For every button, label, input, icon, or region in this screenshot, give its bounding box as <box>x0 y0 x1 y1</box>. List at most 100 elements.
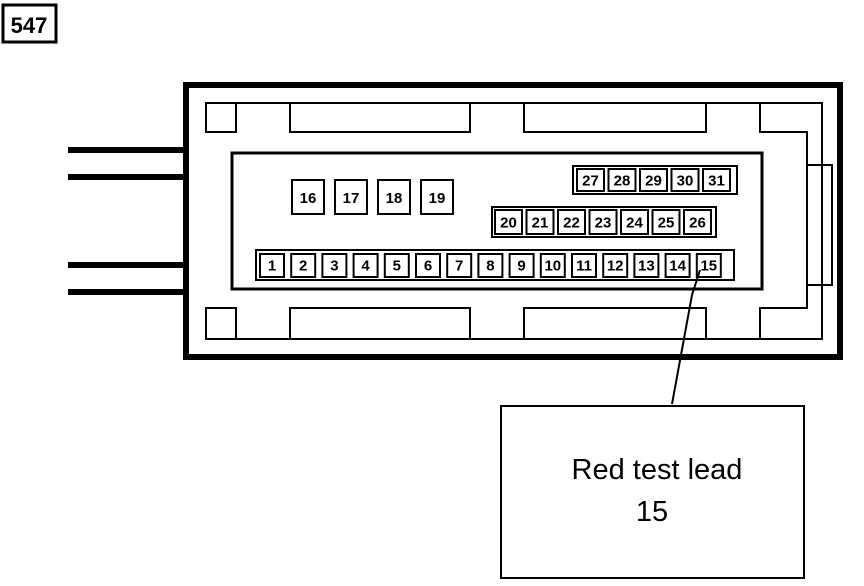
pin-label: 19 <box>429 190 446 207</box>
pin-4: 4 <box>352 253 379 278</box>
pin-label: 5 <box>393 258 401 275</box>
pin-box <box>415 253 441 278</box>
pin-label: 9 <box>517 258 525 275</box>
pin-13: 13 <box>633 253 660 278</box>
pin-29: 29 <box>639 168 668 192</box>
pin-label: 30 <box>677 172 694 189</box>
pin-11: 11 <box>571 253 597 278</box>
pin-box <box>664 253 691 278</box>
pin-box <box>291 179 325 215</box>
pin-22: 22 <box>557 209 586 235</box>
pin-label: 14 <box>669 258 686 275</box>
pin-label: 4 <box>361 258 370 275</box>
pin-30: 30 <box>670 168 700 192</box>
pin-box <box>334 179 368 215</box>
figure-id-label: 547 <box>11 13 48 38</box>
pin-box <box>352 253 379 278</box>
pin-box <box>539 253 566 278</box>
callout-label-line1: Red test lead <box>572 454 743 486</box>
pin-21: 21 <box>525 209 555 235</box>
pin-label: 13 <box>638 258 655 275</box>
pin-7: 7 <box>446 253 473 278</box>
pin-box <box>576 168 605 192</box>
pin-label: 20 <box>500 214 517 231</box>
pin-box <box>588 209 618 235</box>
pin-box <box>557 209 586 235</box>
pin-label: 6 <box>424 258 432 275</box>
figure-id: 547 <box>1 3 58 44</box>
pin-23: 23 <box>588 209 618 235</box>
pin-9: 9 <box>508 253 535 278</box>
pin-8: 8 <box>477 253 504 278</box>
pin-box <box>695 253 722 278</box>
pin-label: 18 <box>386 190 403 207</box>
pin-box <box>446 253 473 278</box>
pin-box <box>683 209 712 235</box>
pin-31: 31 <box>702 168 731 192</box>
pin-6: 6 <box>415 253 441 278</box>
pin-box <box>702 168 731 192</box>
pin-box <box>377 179 411 215</box>
pin-label: 12 <box>607 258 624 275</box>
pin-box <box>477 253 504 278</box>
pin-box <box>259 253 285 278</box>
pin-10: 10 <box>539 253 566 278</box>
pin-box <box>494 209 523 235</box>
pin-label: 26 <box>689 214 706 231</box>
pin-19: 19 <box>420 179 454 215</box>
pin-label: 1 <box>268 258 276 275</box>
pin-15: 15 <box>695 253 722 278</box>
pin-box <box>639 168 668 192</box>
callout-box: Red test lead 15 <box>500 405 805 579</box>
pin-box <box>602 253 629 278</box>
pin-box <box>670 168 700 192</box>
pin-label: 31 <box>708 172 725 189</box>
pin-label: 28 <box>614 172 631 189</box>
pin-label: 8 <box>486 258 494 275</box>
pin-box <box>633 253 660 278</box>
pin-3: 3 <box>321 253 348 278</box>
callout-label-line2: 15 <box>636 496 668 528</box>
pin-label: 27 <box>582 172 599 189</box>
pin-12: 12 <box>602 253 629 278</box>
pin-1: 1 <box>259 253 285 278</box>
pin-label: 2 <box>299 258 307 275</box>
pin-label: 29 <box>645 172 662 189</box>
pin-group-top-frame <box>255 165 738 281</box>
pin-27: 27 <box>576 168 605 192</box>
pin-label: 3 <box>330 258 338 275</box>
pin-label: 22 <box>563 214 580 231</box>
pin-26: 26 <box>683 209 712 235</box>
pin-25: 25 <box>651 209 681 235</box>
pin-label: 25 <box>658 214 675 231</box>
pin-label: 11 <box>576 258 592 275</box>
pin-box <box>508 253 535 278</box>
pin-label: 21 <box>532 214 549 231</box>
pin-box <box>383 253 410 278</box>
pin-box <box>651 209 681 235</box>
pin-20: 20 <box>494 209 523 235</box>
pin-box <box>607 168 637 192</box>
pin-label: 16 <box>300 190 317 207</box>
pin-16: 16 <box>291 179 325 215</box>
pin-17: 17 <box>334 179 368 215</box>
pin-label: 7 <box>455 258 463 275</box>
pin-label: 10 <box>544 258 561 275</box>
pin-box <box>620 209 649 235</box>
pin-box <box>525 209 555 235</box>
wire-harness <box>68 147 186 295</box>
callout-leader <box>671 269 701 405</box>
pin-label: 15 <box>700 258 717 275</box>
pin-label: 23 <box>595 214 612 231</box>
pin-5: 5 <box>383 253 410 278</box>
pin-box <box>290 253 317 278</box>
pin-2: 2 <box>290 253 317 278</box>
pin-28: 28 <box>607 168 637 192</box>
pin-label: 17 <box>343 190 360 207</box>
pin-24: 24 <box>620 209 649 235</box>
pin-box <box>571 253 597 278</box>
pin-14: 14 <box>664 253 691 278</box>
pin-18: 18 <box>377 179 411 215</box>
